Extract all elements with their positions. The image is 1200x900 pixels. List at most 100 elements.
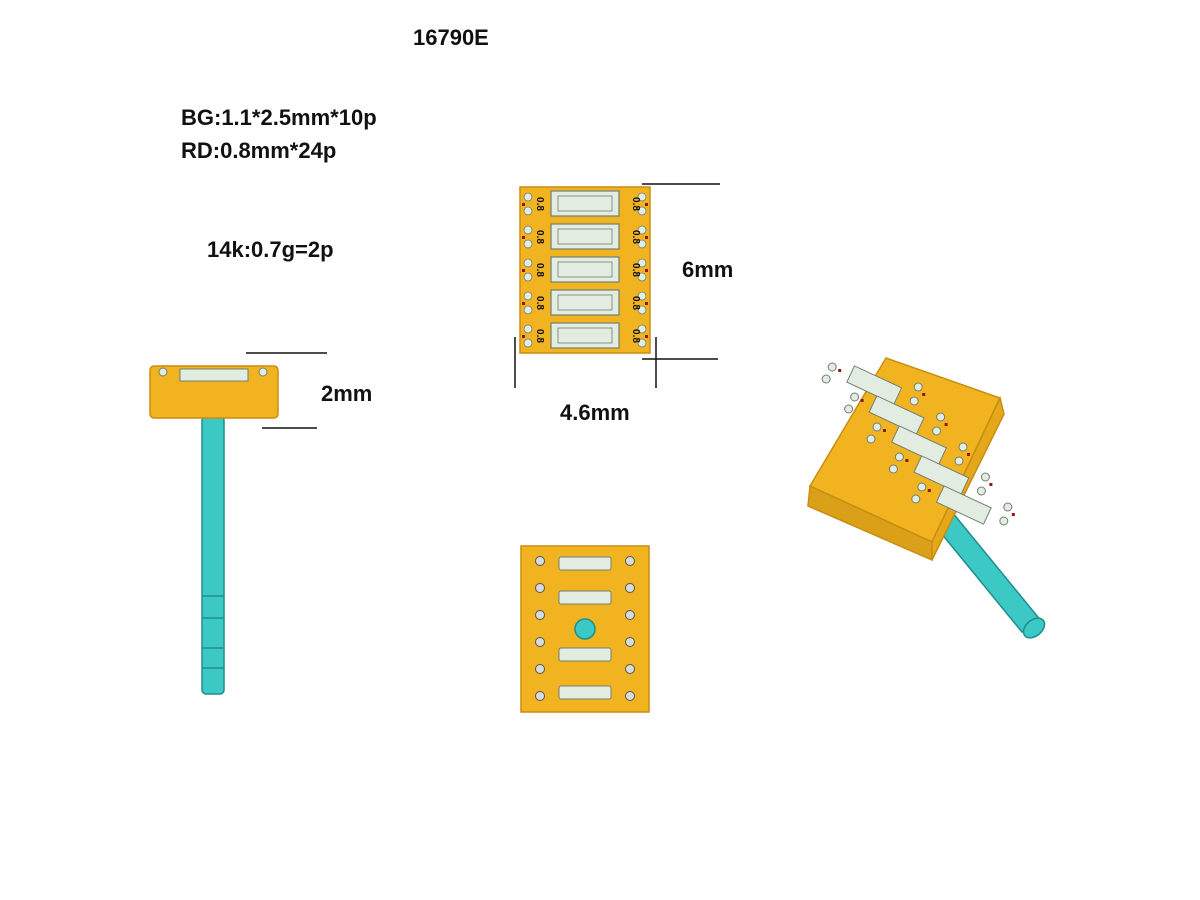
round-stone	[637, 324, 647, 334]
round-stone	[523, 338, 533, 348]
baguette-stone	[550, 322, 620, 349]
round-stone	[523, 305, 533, 315]
round-stone	[523, 324, 533, 334]
baguette-facet	[557, 327, 613, 344]
back-round-hole	[535, 583, 545, 593]
back-view	[520, 545, 650, 713]
perspective-round-stone	[932, 426, 942, 436]
perspective-round-stone	[850, 392, 860, 402]
perspective-round-stone	[917, 482, 927, 492]
prong	[645, 203, 648, 206]
prong	[522, 236, 525, 239]
prong	[944, 423, 948, 426]
prong	[883, 429, 886, 432]
back-round-hole	[535, 664, 545, 674]
round-stone	[523, 291, 533, 301]
perspective-baguette	[846, 365, 903, 405]
perspective-baguette	[868, 395, 925, 435]
back-round-hole	[625, 610, 635, 620]
perspective-round-stone	[1003, 502, 1013, 512]
perspective-round-stone	[958, 442, 968, 452]
stone-size-mark: 0.8	[630, 197, 641, 211]
perspective-round-stone	[911, 494, 921, 504]
stone-size-mark: 0.8	[534, 263, 545, 277]
thickness-dimension-label: 2mm	[321, 381, 373, 406]
perspective-round-stone	[954, 456, 964, 466]
round-stone	[523, 225, 533, 235]
side-view	[149, 352, 327, 695]
back-round-hole	[625, 637, 635, 647]
side-view-post	[201, 415, 225, 695]
stone-size-mark: 0.8	[630, 296, 641, 310]
round-stone	[637, 338, 647, 348]
prong	[522, 335, 525, 338]
prong	[922, 393, 926, 396]
perspective-round-stone	[999, 516, 1009, 526]
stone-size-mark: 0.8	[534, 230, 545, 244]
baguette-stone	[550, 256, 620, 283]
side-view-round-stone	[258, 367, 268, 377]
perspective-baguette	[890, 425, 948, 465]
back-baguette-opening	[558, 685, 612, 700]
perspective-round-stone	[821, 374, 831, 384]
height-dimension-label: 6mm	[682, 257, 734, 282]
baguette-facet	[557, 294, 613, 311]
stone-size-mark: 0.8	[630, 230, 641, 244]
perspective-baguette	[935, 485, 992, 525]
round-stone	[637, 291, 647, 301]
perspective-round-stone	[844, 404, 854, 414]
prong	[645, 335, 648, 338]
baguette-facet	[557, 261, 613, 278]
round-stone	[637, 239, 647, 249]
back-baguette-opening	[558, 647, 612, 662]
round-stone	[637, 206, 647, 216]
baguette-facet	[557, 228, 613, 245]
back-round-hole	[625, 691, 635, 701]
round-stone	[637, 192, 647, 202]
prong	[1011, 513, 1015, 516]
prong	[645, 302, 648, 305]
baguette-facet	[557, 195, 613, 212]
back-round-hole	[625, 583, 635, 593]
side-view-round-stone	[158, 367, 168, 377]
baguette-stone	[550, 190, 620, 217]
perspective-round-stone	[866, 434, 876, 444]
prong	[989, 483, 993, 486]
prong	[522, 269, 525, 272]
perspective-round-stone	[909, 396, 919, 406]
prong	[838, 369, 842, 372]
perspective-baguette	[913, 455, 970, 495]
round-stone	[523, 192, 533, 202]
back-round-hole	[535, 610, 545, 620]
back-round-hole	[535, 556, 545, 566]
back-round-hole	[625, 664, 635, 674]
baguette-stone	[550, 289, 620, 316]
prong	[860, 399, 864, 402]
perspective-round-stone	[913, 382, 923, 392]
round-stone	[637, 305, 647, 315]
prong	[522, 203, 525, 206]
prong	[645, 236, 648, 239]
stone-size-mark: 0.8	[534, 296, 545, 310]
round-stone	[637, 225, 647, 235]
perspective-round-stone	[872, 422, 882, 432]
prong	[927, 489, 931, 492]
back-baguette-opening	[558, 556, 612, 571]
round-stone-spec: RD:0.8mm*24p	[181, 138, 337, 163]
stone-size-mark: 0.8	[630, 329, 641, 343]
perspective-round-stone	[894, 452, 904, 462]
round-stone	[523, 239, 533, 249]
round-stone	[637, 272, 647, 282]
stone-size-mark: 0.8	[534, 197, 545, 211]
stone-size-mark: 0.8	[534, 329, 545, 343]
perspective-round-stone	[976, 486, 986, 496]
baguette-stone	[550, 223, 620, 250]
back-baguette-opening	[558, 590, 612, 605]
prong	[967, 453, 970, 456]
round-stone	[637, 258, 647, 268]
perspective-round-stone	[827, 362, 837, 372]
perspective-post-tip	[1022, 617, 1046, 639]
width-dimension-label: 4.6mm	[560, 400, 630, 425]
